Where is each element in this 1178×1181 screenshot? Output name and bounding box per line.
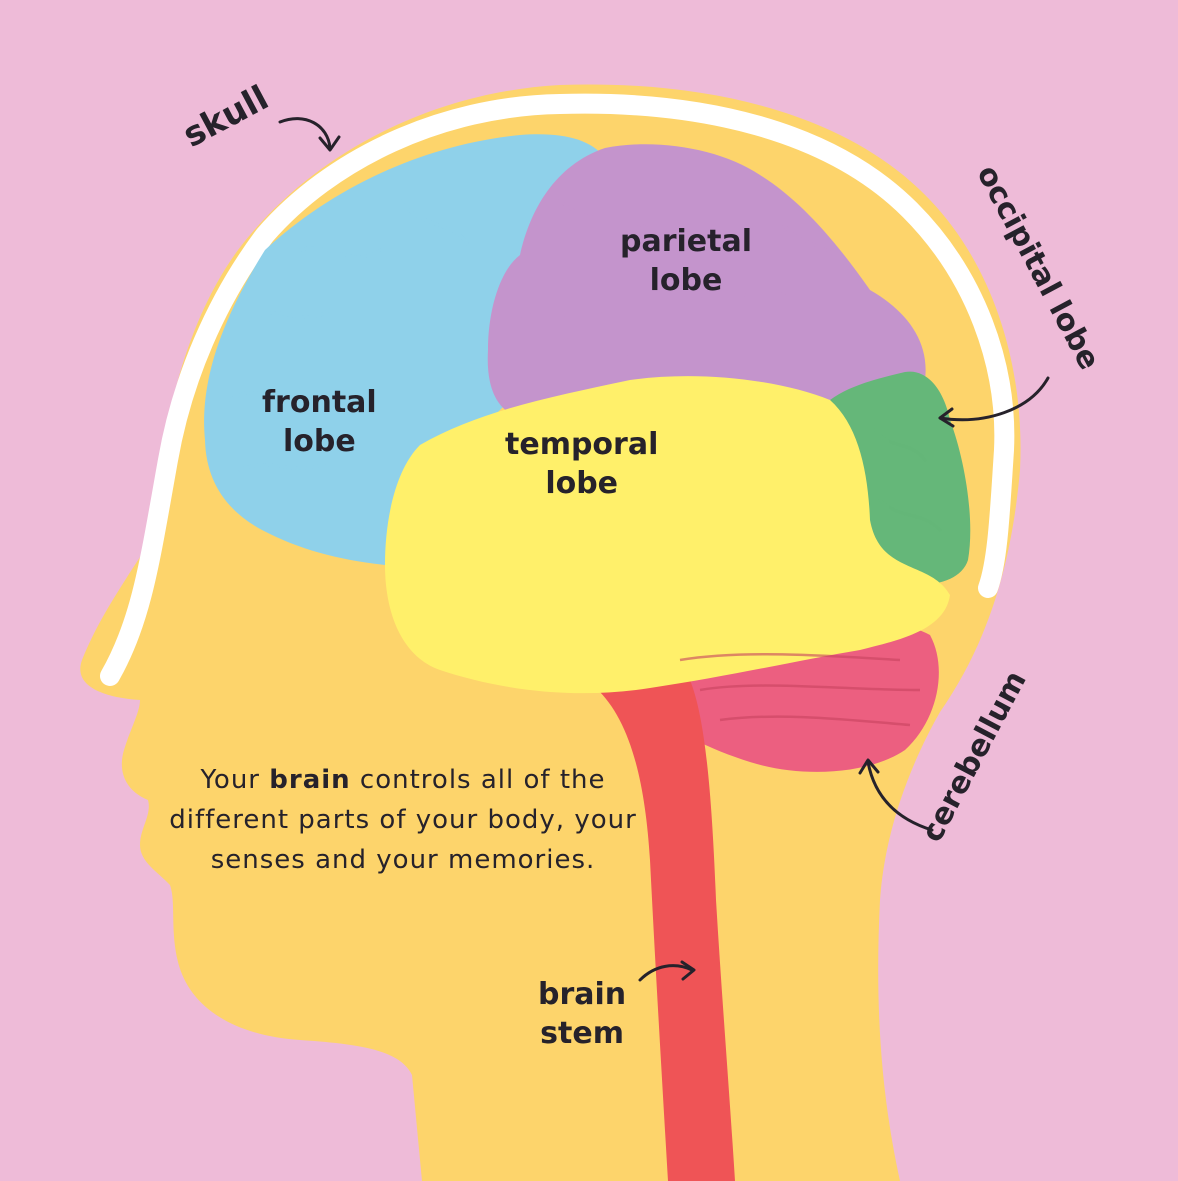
brain-caption: Your brain controls all of the different… — [168, 760, 638, 880]
temporal-lobe-label: temporal lobe — [505, 425, 658, 503]
skull-arrow-head — [318, 135, 341, 152]
caption-rest: controls all of the different parts of y… — [169, 765, 637, 875]
cerebellum-stripes — [679, 652, 921, 727]
temporal-lobe-label-line-2: lobe — [545, 466, 619, 501]
brain-folds — [228, 198, 942, 622]
cerebellum-arrow — [866, 760, 934, 832]
frontal-lobe-label: frontal lobe — [262, 383, 377, 461]
cerebellum-stripe — [679, 652, 901, 662]
caption-highlight-brain: brain — [269, 765, 351, 795]
frontal-fold-lines — [228, 198, 472, 472]
skull-arrow — [278, 117, 332, 150]
skull-band — [100, 93, 1015, 686]
brain-stem-label-line-2: stem — [540, 1016, 624, 1051]
frontal-lobe-label-line-1: frontal — [262, 385, 377, 420]
brain-stem-label: brain stem — [538, 975, 626, 1053]
pointer-arrows — [278, 117, 1050, 982]
cerebellum-stripe — [719, 715, 911, 727]
occipital-fold-lines — [873, 428, 942, 532]
parietal-lobe-label-line-1: parietal — [620, 224, 753, 259]
brain-stem-arrow — [638, 964, 694, 982]
parietal-lobe — [487, 144, 926, 418]
cerebellum-stripe — [699, 684, 921, 692]
frontal-lobe — [204, 134, 605, 565]
parietal-lobe-label-line-2: lobe — [649, 263, 723, 298]
frontal-lobe-label-line-2: lobe — [282, 424, 356, 459]
brain-stem-label-line-1: brain — [538, 977, 627, 1012]
temporal-fold-lines — [418, 448, 842, 622]
occipital-arrow — [938, 376, 1050, 422]
caption-lead: Your — [200, 765, 270, 795]
brain-stem — [596, 669, 735, 1181]
brain-stem-arrow-head — [680, 960, 696, 981]
temporal-lobe-label-line-1: temporal — [505, 427, 659, 462]
parietal-fold-lines — [518, 198, 852, 362]
parietal-lobe-label: parietal lobe — [620, 222, 752, 300]
occipital-arrow-head — [938, 407, 955, 428]
cerebellum-arrow-head — [858, 758, 880, 775]
